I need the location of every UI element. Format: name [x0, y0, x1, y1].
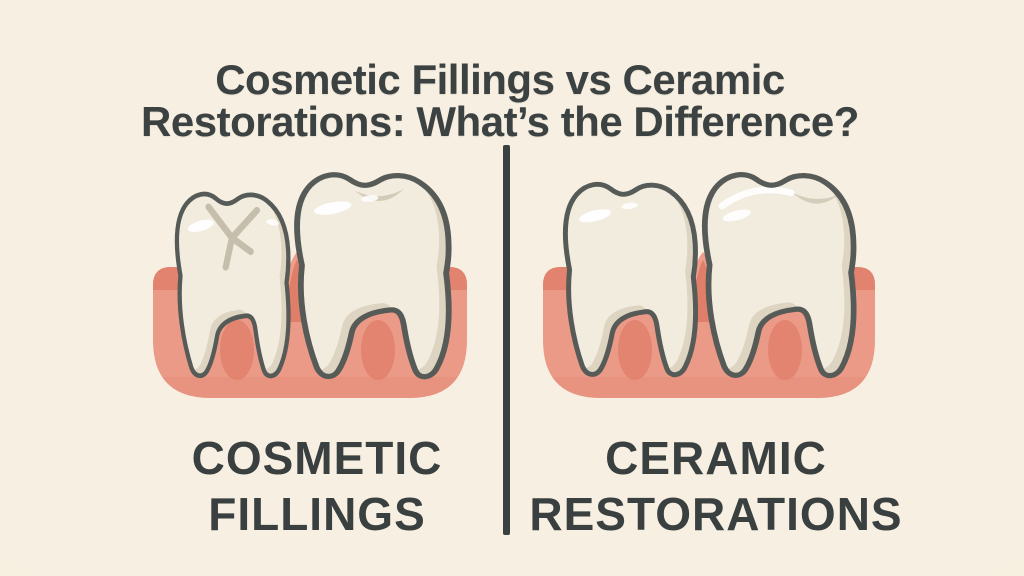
tooth-highlight	[722, 209, 751, 222]
cosmetic-fillings-label-line-1: COSMETIC	[191, 432, 443, 484]
tooth-with-filling-icon	[170, 188, 289, 376]
tooth-highlight	[361, 195, 379, 203]
gum-bottom-shading	[153, 377, 467, 398]
tooth-highlight	[579, 209, 611, 223]
tooth-highlight	[621, 202, 638, 210]
ceramic-restorations-label: CERAMIC RESTORATIONS	[516, 430, 916, 542]
ceramic-restorations-illustration	[543, 160, 875, 398]
tooth-icon	[695, 168, 853, 376]
title-line-1: Cosmetic Fillings vs Ceramic	[215, 56, 785, 104]
ceramic-restorations-label-line-1: CERAMIC	[605, 432, 827, 484]
tooth-highlight	[718, 186, 795, 210]
tooth-icon	[287, 168, 448, 377]
gum-root-shadow	[768, 320, 802, 380]
tooth-highlight	[187, 219, 214, 232]
ceramic-restorations-label-line-2: RESTORATIONS	[529, 488, 903, 540]
title-line-2: Restorations: What’s the Difference?	[141, 98, 859, 146]
gum-bottom-shading	[543, 377, 875, 398]
cosmetic-fillings-label-line-2: FILLINGS	[208, 488, 426, 540]
cosmetic-fillings-illustration	[153, 160, 467, 398]
gum-root-shadow	[220, 320, 254, 380]
vertical-divider	[503, 145, 510, 535]
tooth-highlight	[313, 201, 352, 215]
infographic-title: Cosmetic Fillings vs Ceramic Restoration…	[0, 59, 1000, 143]
gum-root-shadow	[361, 320, 395, 380]
gum-root-shadow	[618, 320, 652, 380]
filling-crack-mark	[205, 203, 261, 271]
tooth-highlight	[266, 219, 279, 226]
cosmetic-fillings-label: COSMETIC FILLINGS	[117, 430, 517, 542]
crown-groove-shading	[792, 192, 839, 204]
tooth-icon	[557, 178, 696, 375]
